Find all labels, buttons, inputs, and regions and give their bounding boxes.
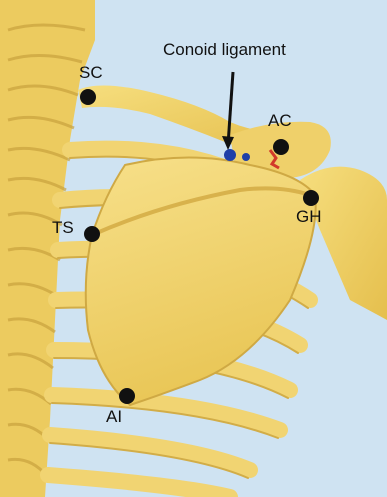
gh-point <box>303 190 319 206</box>
conoid-ligament-label: Conoid ligament <box>163 40 286 59</box>
gh-label: GH <box>296 207 322 226</box>
ts-label: TS <box>52 218 74 237</box>
ac-label: AC <box>268 111 292 130</box>
conoid-ligament-mark <box>224 149 236 161</box>
ts-point <box>84 226 100 242</box>
sc-label: SC <box>79 63 103 82</box>
trapezoid-ligament-mark <box>242 153 250 161</box>
ac-point <box>273 139 289 155</box>
ai-point <box>119 388 135 404</box>
ai-label: AI <box>106 407 122 426</box>
sc-point <box>80 89 96 105</box>
